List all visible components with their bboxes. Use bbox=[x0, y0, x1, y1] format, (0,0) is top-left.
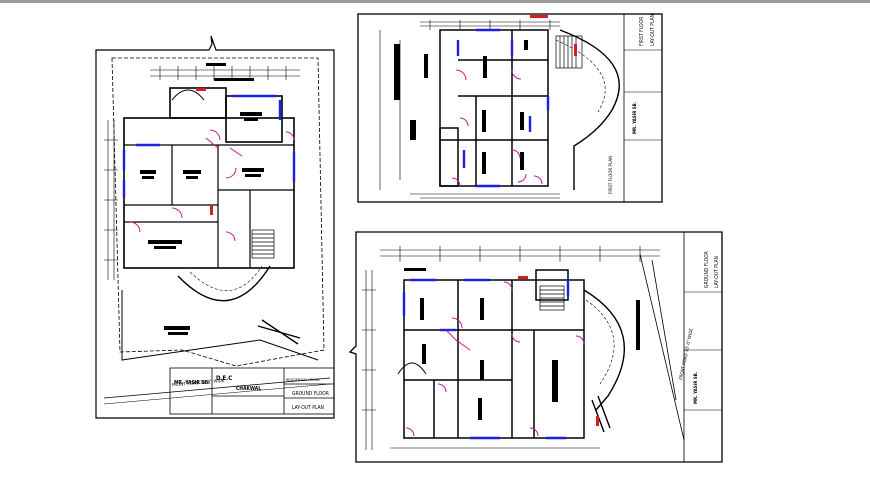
sheet3-frame bbox=[348, 231, 723, 463]
sheet2-text: FIRST FLOOR PLAN FIRST FLOOR LAY-OUT PLA… bbox=[608, 14, 656, 194]
sheet3-gate bbox=[591, 395, 611, 433]
sheet2-windows bbox=[456, 28, 550, 188]
sheet1-compound-wall bbox=[121, 290, 319, 361]
sheet3-curved-porch bbox=[583, 289, 625, 411]
sheet1-doors bbox=[129, 129, 295, 242]
sheet3-dimension-lines bbox=[362, 246, 660, 450]
sheet3-room-labels bbox=[404, 268, 640, 420]
sheet3-drawing-title-2: LAY-OUT PLAN bbox=[714, 256, 720, 288]
sheet3-building bbox=[403, 269, 585, 439]
sheet1-staircase bbox=[251, 229, 275, 259]
sheet2-client: MR. YASIR SB. bbox=[632, 101, 638, 134]
sheet1-room-labels bbox=[140, 63, 264, 335]
sheet1-plot-boundary bbox=[111, 57, 325, 367]
sheet3-porch-inner bbox=[585, 299, 615, 385]
sheet2-room-labels bbox=[394, 40, 528, 174]
sheet1-front-road-line bbox=[103, 377, 331, 399]
sheet1-dimension-lines bbox=[104, 66, 300, 280]
sheet2-red-marks bbox=[530, 15, 577, 56]
sheet3-drawing-title-1: GROUND FLOOR bbox=[704, 251, 710, 288]
sheet3-red-marks bbox=[518, 276, 599, 426]
first-floor-sheet bbox=[357, 13, 663, 203]
sheet1-project: RESIDENTIAL HOUSE bbox=[286, 378, 320, 382]
sheet1-firm: D.E.C bbox=[216, 375, 232, 382]
sheet2-plan-label: FIRST FLOOR PLAN bbox=[608, 156, 614, 194]
sheet1-drawing-title-1: GROUND FLOOR bbox=[292, 391, 329, 397]
sheet1-gate bbox=[257, 319, 301, 345]
sheet1-windows bbox=[122, 94, 296, 198]
sheet2-title-strip bbox=[623, 13, 663, 203]
sheet1-red-marks bbox=[196, 88, 213, 215]
sheet2-dimension-lines bbox=[379, 20, 560, 199]
sheet3-bay-window bbox=[397, 362, 427, 375]
sheet3-staircase bbox=[539, 285, 565, 311]
sheet1-bay-window bbox=[171, 89, 205, 101]
sheet3-plot-boundary bbox=[639, 253, 685, 441]
ground-floor-sheet-2 bbox=[348, 231, 723, 463]
sheet1-curved-porch bbox=[177, 265, 271, 302]
sheet3-title-dividers bbox=[684, 291, 722, 411]
sheet2-staircase bbox=[555, 35, 583, 69]
sheet2-terrace-inner bbox=[555, 39, 606, 113]
sheet2-doors bbox=[451, 69, 543, 187]
sheet2-curved-terrace bbox=[559, 29, 620, 190]
sheet3-client: MR. YASIR SB. bbox=[693, 371, 699, 404]
sheet1-title-block bbox=[169, 367, 335, 415]
ground-floor-sheet bbox=[95, 35, 335, 419]
sheet1-road-line-2 bbox=[103, 383, 331, 405]
sheet2-frame bbox=[357, 13, 663, 203]
sheet3-doors bbox=[405, 281, 585, 437]
sheet2-drawing-title-2: LAY-OUT PLAN bbox=[650, 14, 656, 46]
sheet1-road-text: FRONT ROAD 30'-0" WIDE bbox=[172, 378, 225, 389]
sheet3-title-strip bbox=[683, 231, 723, 463]
sheet1-porch-inner bbox=[189, 265, 263, 291]
sheet1-frame bbox=[95, 35, 335, 419]
sheet3-road-text: FRONT ROAD 30'-0" WIDE bbox=[678, 327, 695, 380]
sheet2-drawing-title-1: FIRST FLOOR bbox=[639, 17, 645, 46]
top-border-bar bbox=[0, 0, 870, 3]
sheet2-title-dividers bbox=[624, 49, 662, 141]
sheet1-text: FRONT ROAD 30'-0" WIDE MR. YASIR SB. D.E… bbox=[172, 375, 329, 411]
sheet3-windows bbox=[402, 278, 570, 440]
sheet1-client: MR. YASIR SB. bbox=[174, 380, 210, 386]
sheet2-building bbox=[439, 29, 549, 187]
sheet1-firm-sub: CHAKWAL bbox=[236, 386, 261, 392]
sheet1-drawing-title-2: LAY-OUT PLAN bbox=[292, 405, 324, 411]
